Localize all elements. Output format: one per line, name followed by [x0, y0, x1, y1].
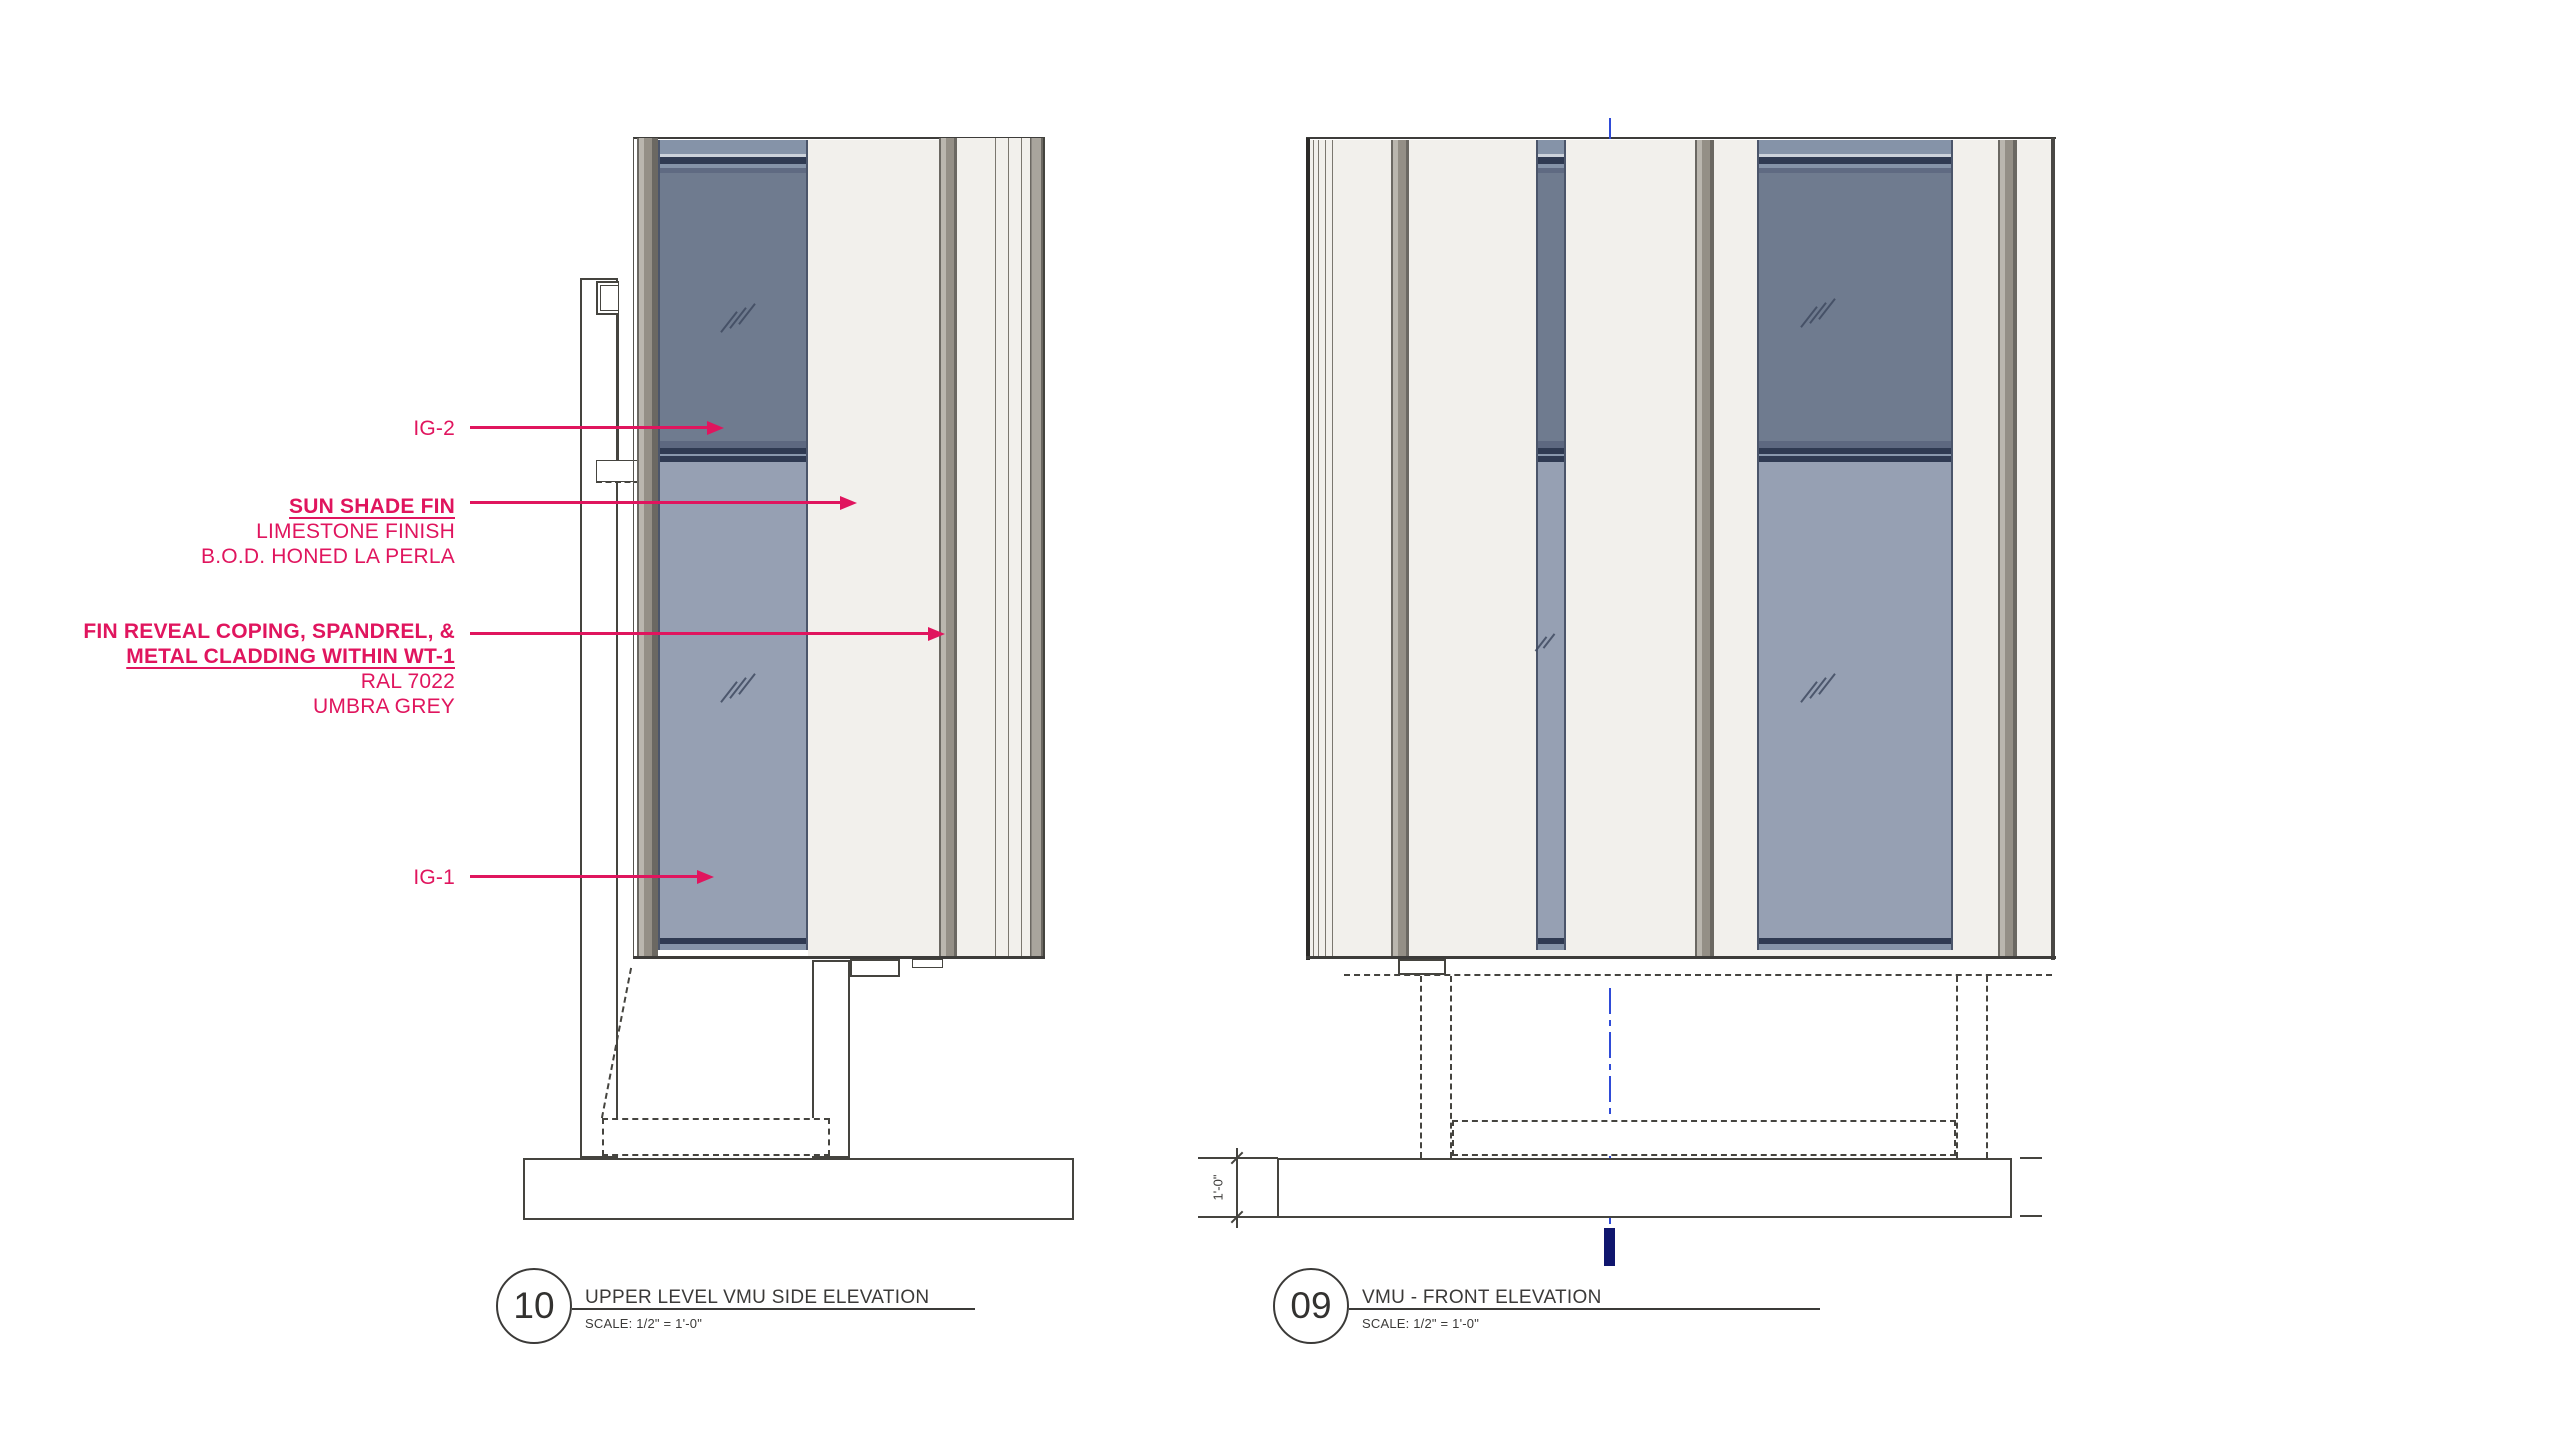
side-wall-top-edge	[633, 137, 1045, 139]
fin-reveal-title2: METAL CLADDING WITHIN WT-1	[126, 645, 455, 668]
view-scale-09: SCALE: 1/2" = 1'-0"	[1362, 1316, 1480, 1331]
view-number-badge-09: 09	[1273, 1268, 1349, 1344]
side-base-plinth	[523, 1158, 1074, 1220]
side-glass-panel	[658, 140, 808, 950]
sun-shade-fin-desc1: LIMESTONE FINISH	[256, 520, 455, 543]
side-right-edge	[1043, 137, 1045, 959]
front-mullion-3	[1998, 140, 2017, 958]
side-fin-reveal-mullion	[939, 138, 957, 958]
front-centerline	[1609, 988, 1611, 1224]
front-left-corner-edge	[1306, 138, 1310, 960]
front-centerline-top-tick	[1609, 118, 1611, 139]
side-base-beam	[602, 1118, 830, 1156]
leader-fin-reveal-arrow-icon	[928, 627, 945, 641]
sun-shade-fin-desc2: B.O.D. HONED LA PERLA	[201, 545, 455, 568]
front-right-corner-edge	[2051, 138, 2055, 960]
front-post-right	[1956, 976, 1988, 1158]
annotation-ig1: IG-1	[35, 865, 455, 890]
side-low-bracket-dash	[596, 481, 640, 483]
leader-ig1	[470, 875, 698, 878]
side-return-line-2	[1008, 138, 1009, 958]
side-return-grey-strip	[1030, 138, 1043, 958]
front-wall-bottom-edge	[1306, 956, 2056, 959]
annotation-fin-reveal: FIN REVEAL COPING, SPANDREL, & METAL CLA…	[35, 619, 455, 719]
sun-shade-fin-title: SUN SHADE FIN	[289, 495, 455, 518]
annotation-sun-shade-fin: SUN SHADE FIN LIMESTONE FINISH B.O.D. HO…	[35, 494, 455, 569]
side-glass-hatch-lower	[720, 673, 758, 715]
front-post-left	[1420, 976, 1452, 1158]
fin-reveal-desc2: UMBRA GREY	[312, 695, 455, 718]
side-return-line-1	[995, 138, 996, 958]
front-plinth-break-top	[2020, 1157, 2042, 1159]
leader-sun-shade-fin-arrow-icon	[840, 496, 857, 510]
fin-reveal-desc1: RAL 7022	[360, 670, 455, 693]
side-return-line-3	[1021, 138, 1022, 958]
side-front-post	[812, 960, 850, 1158]
front-narrow-glass-hatch	[1534, 632, 1560, 662]
ig1-label: IG-1	[413, 866, 455, 889]
front-edge-line-1	[1313, 140, 1314, 958]
dim-line	[1236, 1148, 1238, 1228]
side-glass-hatch-upper	[720, 303, 758, 345]
annotation-ig2: IG-2	[35, 416, 455, 441]
front-centerline-bar	[1604, 1228, 1615, 1266]
side-wall-bottom-edge	[633, 956, 1045, 959]
view-scale-10: SCALE: 1/2" = 1'-0"	[585, 1316, 703, 1331]
front-plinth-break-bottom	[2020, 1215, 2042, 1217]
side-left-edge-line	[633, 138, 634, 958]
front-narrow-glass-slot	[1536, 140, 1566, 950]
front-mullion-1	[1391, 140, 1409, 958]
front-edge-line-2	[1318, 140, 1319, 958]
side-base-shoe	[850, 959, 900, 977]
view-title-underline-10	[572, 1308, 975, 1310]
leader-sun-shade-fin	[470, 501, 841, 504]
front-wide-glass-panel	[1757, 140, 1953, 950]
view-title-underline-09	[1349, 1308, 1820, 1310]
front-wall-top-edge	[1306, 137, 2056, 139]
view-number-09: 09	[1290, 1285, 1332, 1326]
view-title-10: UPPER LEVEL VMU SIDE ELEVATION	[585, 1287, 930, 1308]
leader-ig2	[470, 426, 708, 429]
view-title-09: VMU - FRONT ELEVATION	[1362, 1287, 1602, 1308]
front-base-plinth	[1277, 1158, 2012, 1218]
ig2-label: IG-2	[413, 417, 455, 440]
fin-reveal-title1: FIN REVEAL COPING, SPANDREL, &	[83, 620, 455, 643]
view-number-badge-10: 10	[496, 1268, 572, 1344]
side-back-post	[580, 278, 618, 1158]
leader-ig2-arrow-icon	[707, 421, 724, 435]
front-mullion-2	[1695, 140, 1714, 958]
leader-fin-reveal	[470, 632, 929, 635]
dim-text-plinth-height: 1'-0"	[1210, 1174, 1226, 1201]
front-base-shoe	[1398, 959, 1446, 975]
front-base-beam	[1452, 1120, 1956, 1156]
side-base-shoe-small	[912, 959, 943, 968]
side-sunshade-fin-panel	[808, 140, 939, 958]
leader-ig1-arrow-icon	[697, 870, 714, 884]
front-edge-line-4	[1332, 140, 1333, 958]
front-under-wall-dash	[1344, 974, 2052, 976]
front-edge-line-3	[1325, 140, 1326, 958]
view-number-10: 10	[513, 1285, 555, 1326]
front-wide-glass-hatch-upper	[1800, 298, 1838, 340]
side-left-mullion	[637, 138, 658, 958]
front-wide-glass-hatch-lower	[1800, 673, 1838, 715]
